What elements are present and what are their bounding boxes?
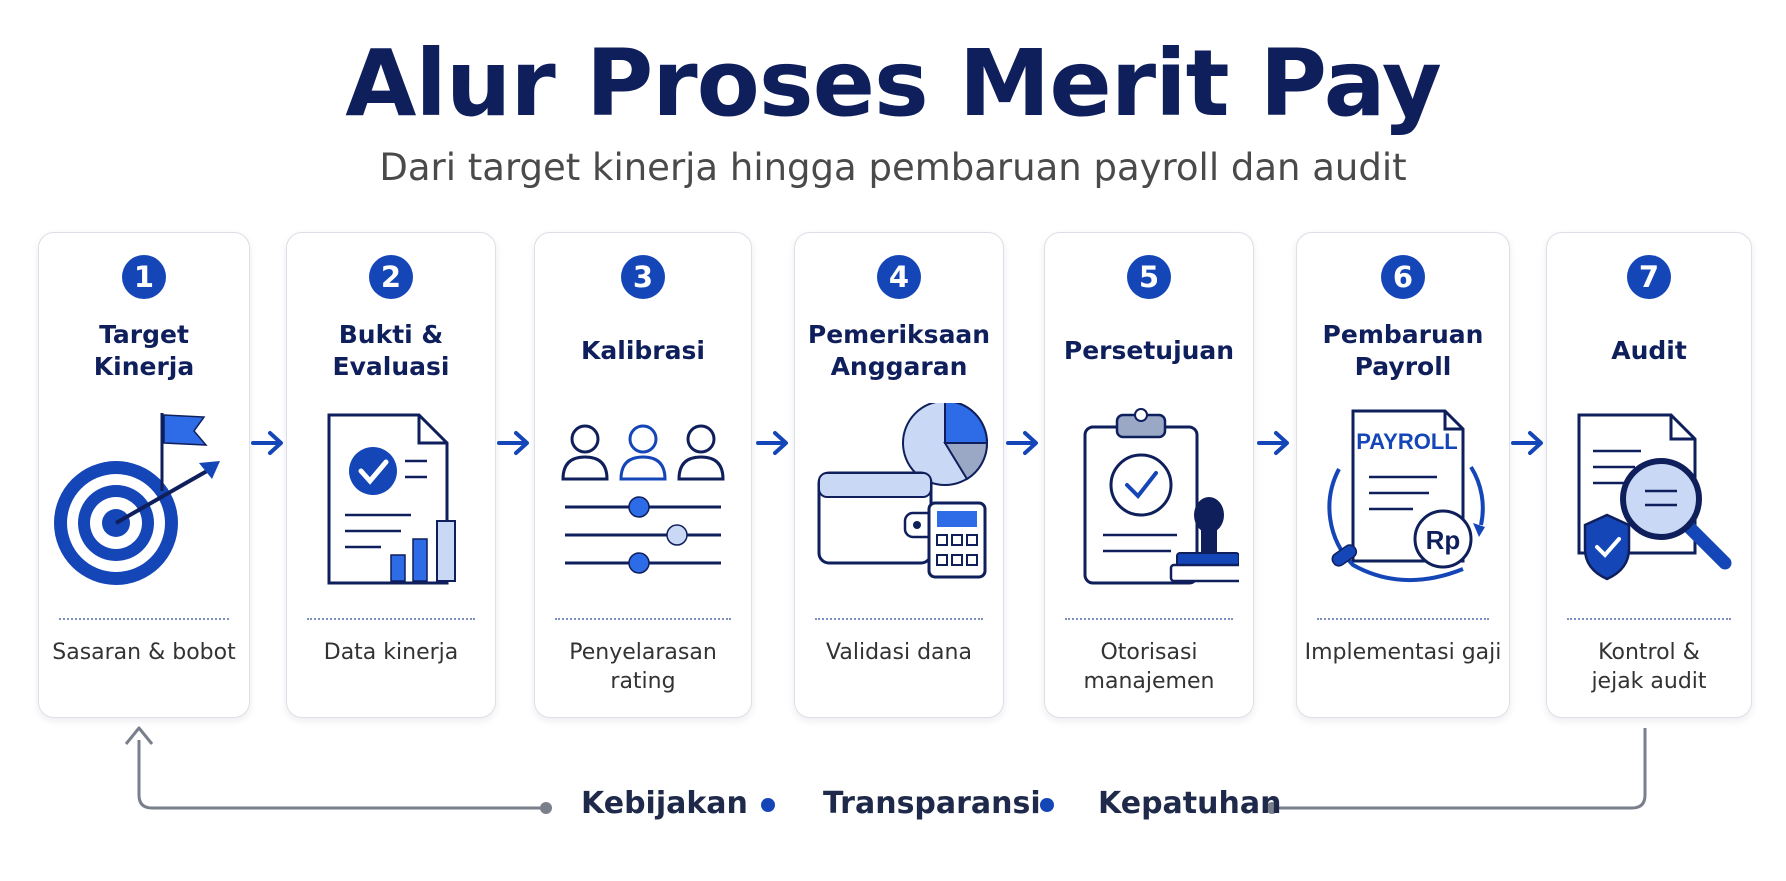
step-title: Persetujuan [1063, 336, 1235, 365]
step-description: Data kinerja [323, 640, 459, 665]
step-number-badge: 6 [1381, 255, 1425, 299]
footer-separator-dot [1040, 798, 1054, 812]
step-title: Bukti &Evaluasi [332, 320, 450, 381]
flow-arrow-icon [497, 431, 529, 455]
payroll-label: PAYROLL [1356, 429, 1457, 454]
payroll-rupiah-icon: PAYROLL Rp [1327, 409, 1485, 583]
step-divider [1065, 618, 1233, 620]
people-sliders-icon [561, 424, 725, 574]
step-divider [815, 618, 983, 620]
footer-item-transparansi: Transparansi [823, 786, 1041, 821]
page-subtitle: Dari target kinerja hingga pembaruan pay… [379, 146, 1407, 189]
flow-arrow-icon [756, 431, 788, 455]
step-divider [1567, 618, 1731, 620]
step-number-badge: 7 [1627, 255, 1671, 299]
flow-arrow-icon [251, 431, 283, 455]
clipboard-stamp-icon [1083, 408, 1239, 585]
footer-separator-dot [761, 798, 775, 812]
flow-arrow-icon [1511, 431, 1543, 455]
step-description: Sasaran & bobot [52, 640, 236, 665]
step-divider [1317, 618, 1489, 620]
step-number-badge: 3 [621, 255, 665, 299]
wallet-calculator-icon [817, 403, 989, 579]
rupiah-label: Rp [1426, 525, 1461, 555]
step-divider [59, 618, 229, 620]
target-icon [54, 413, 220, 585]
step-divider [307, 618, 475, 620]
step-title: Kalibrasi [581, 336, 705, 365]
document-chart-icon [327, 413, 456, 585]
audit-magnifier-icon [1577, 413, 1732, 581]
step-card-2: 2 Bukti &Evaluasi Data kinerja [286, 232, 496, 718]
page-title: Alur Proses Merit Pay [345, 30, 1442, 137]
step-card-3: 3 Kalibrasi Penyelarasan rating [534, 232, 752, 718]
footer-item-kepatuhan: Kepatuhan [1098, 786, 1282, 821]
step-divider [555, 618, 731, 620]
flow-arrow-icon [1006, 431, 1038, 455]
step-description: Kontrol &jejak audit [1591, 640, 1707, 694]
step-number-badge: 1 [122, 255, 166, 299]
step-number-badge: 4 [877, 255, 921, 299]
flow-arrow-icon [1257, 431, 1289, 455]
step-description: Penyelarasan rating [569, 640, 717, 694]
step-card-7: 7 Audit Kontrol &jejak audit [1546, 232, 1752, 718]
footer-item-kebijakan: Kebijakan [581, 786, 748, 821]
step-description: Validasi dana [826, 640, 972, 665]
step-number-badge: 5 [1127, 255, 1171, 299]
step-number-badge: 2 [369, 255, 413, 299]
step-title: Audit [1611, 336, 1687, 365]
step-description: Implementasi gaji [1304, 640, 1502, 665]
